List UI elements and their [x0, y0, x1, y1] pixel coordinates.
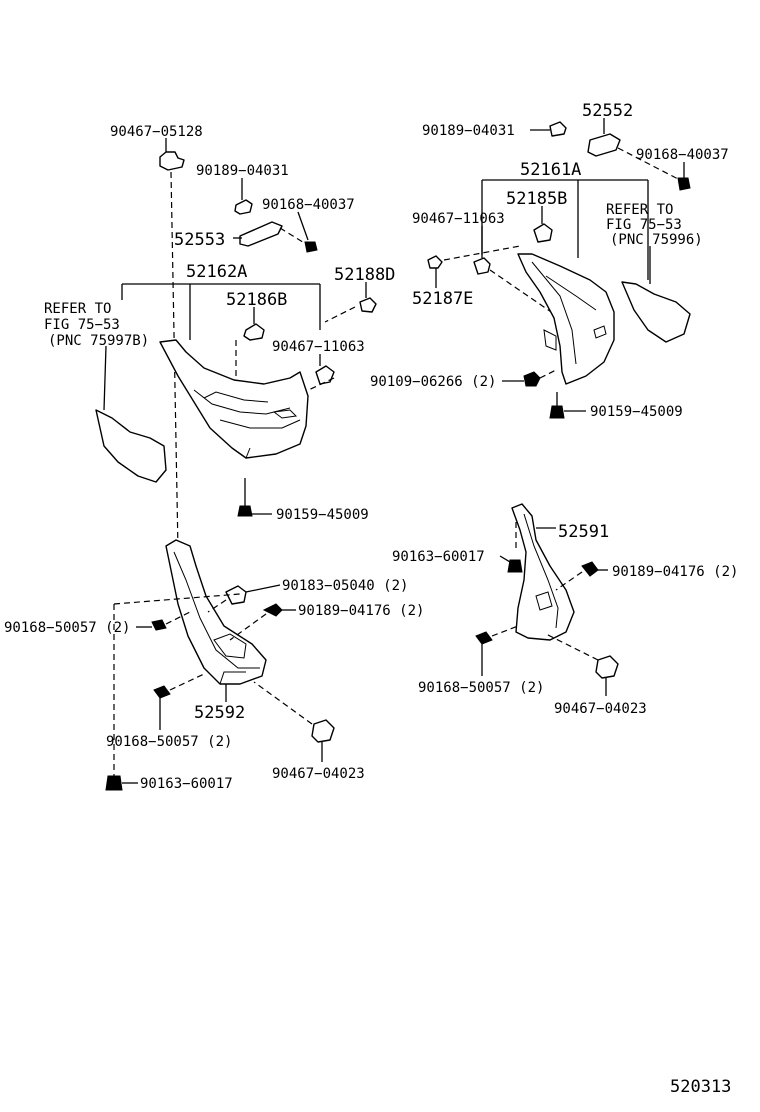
left-bumper-assembly	[95, 138, 377, 551]
label-90467-05128: 90467−05128	[110, 124, 203, 140]
refer-panel-right	[621, 281, 691, 343]
bolt-90163-60017-right	[507, 559, 523, 573]
screw-90168-50057-b	[153, 685, 171, 699]
bolt-90159-45009-left	[237, 505, 253, 517]
retainer-52186B	[243, 323, 265, 341]
label-90189-04031-right: 90189−04031	[422, 123, 515, 139]
label-90189-04176-right: 90189−04176 (2)	[612, 564, 738, 580]
bracket-52552	[587, 133, 621, 157]
bolt-90109-06266	[523, 371, 541, 387]
refer-note-left-line1: REFER TO	[44, 301, 111, 317]
nut-90189-04031-left	[234, 199, 253, 215]
label-90467-04023-right: 90467−04023	[554, 701, 647, 717]
bolt-90159-45009-right	[549, 405, 565, 419]
refer-note-left-line2: FIG 75−53	[44, 317, 120, 333]
label-52591: 52591	[558, 522, 609, 542]
clip-90467-11063-right	[473, 257, 491, 275]
label-90168-50057-b: 90168−50057 (2)	[106, 734, 232, 750]
label-52161A: 52161A	[520, 160, 581, 180]
label-90159-45009-right: 90159−45009	[590, 404, 683, 420]
refer-note-right-line2: FIG 75−53	[606, 217, 682, 233]
label-90467-11063-left: 90467−11063	[272, 339, 365, 355]
label-52188D: 52188D	[334, 265, 395, 285]
screw-90168-50057-a	[151, 619, 167, 631]
left-mudguard-assembly	[105, 539, 335, 791]
screw-90168-50057-c	[475, 631, 493, 645]
clip-90183-05040	[225, 585, 247, 605]
screw-90168-40037-right	[677, 177, 691, 191]
bumper-extension-52162A	[159, 339, 309, 459]
label-52187E: 52187E	[412, 289, 473, 309]
label-90183-05040: 90183−05040 (2)	[282, 578, 408, 594]
mudguard-52591	[511, 503, 575, 641]
mudguard-52592	[165, 539, 267, 685]
refer-note-left-line3: (PNC 75997B)	[48, 333, 149, 349]
label-90189-04176-left: 90189−04176 (2)	[298, 603, 424, 619]
label-90467-11063-right: 90467−11063	[412, 211, 505, 227]
refer-panel-left	[95, 409, 167, 483]
bumper-extension-52161A	[517, 253, 615, 385]
refer-note-right-line3: (PNC 75996)	[610, 232, 703, 248]
label-90168-40037-right: 90168−40037	[636, 147, 729, 163]
right-bumper-assembly	[427, 118, 691, 419]
refer-note-right-line1: REFER TO	[606, 202, 673, 218]
label-90467-04023-left: 90467−04023	[272, 766, 365, 782]
label-52185B: 52185B	[506, 189, 567, 209]
figure-code: 520313	[670, 1077, 731, 1097]
label-52162A: 52162A	[186, 262, 247, 282]
screw-90168-40037-left	[304, 241, 318, 253]
label-90168-50057-a: 90168−50057 (2)	[4, 620, 130, 636]
label-90168-40037-left: 90168−40037	[262, 197, 355, 213]
clip-90467-04023-left	[311, 719, 335, 743]
label-90109-06266: 90109−06266 (2)	[370, 374, 496, 390]
bracket-52553	[239, 221, 283, 247]
label-90163-60017-left: 90163−60017	[140, 776, 233, 792]
label-90163-60017-right: 90163−60017	[392, 549, 485, 565]
label-90189-04031-left: 90189−04031	[196, 163, 289, 179]
right-mudguard-assembly	[475, 503, 619, 696]
label-90168-50057-c: 90168−50057 (2)	[418, 680, 544, 696]
clip-90467-05128	[159, 151, 185, 171]
label-52186B: 52186B	[226, 290, 287, 310]
label-52592: 52592	[194, 703, 245, 723]
clip-90467-04023-right	[595, 655, 619, 679]
nut-90189-04031-right	[549, 121, 567, 137]
bolt-90163-60017-left	[105, 775, 123, 791]
retainer-52188D	[359, 297, 377, 313]
label-90159-45009-left: 90159−45009	[276, 507, 369, 523]
retainer-52187E	[427, 255, 443, 269]
label-52553: 52553	[174, 230, 225, 250]
label-52552: 52552	[582, 101, 633, 121]
retainer-52185B	[533, 223, 553, 243]
clip-90467-11063-left	[315, 365, 335, 385]
nut-90189-04176-right	[581, 561, 599, 577]
part-number-labels: 90467−05128 90189−04031 90168−40037 5255…	[4, 101, 738, 1097]
nut-90189-04176-left	[262, 603, 283, 617]
